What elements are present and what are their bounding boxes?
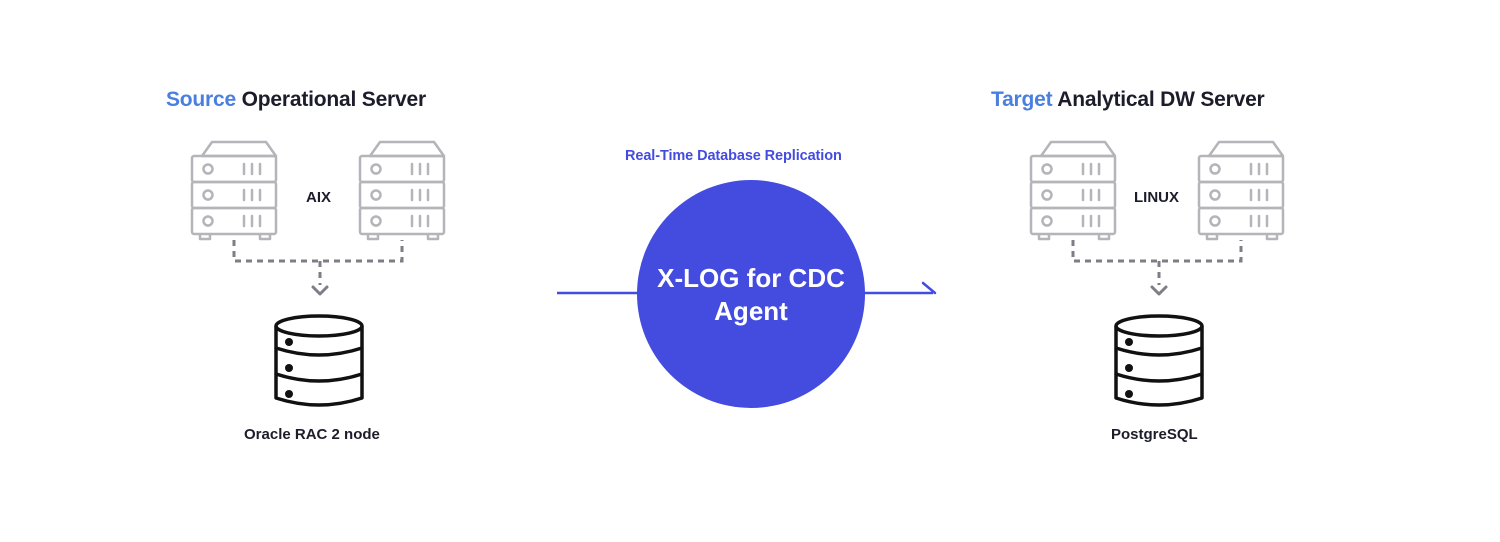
target-heading-rest: Analytical DW Server [1052,88,1265,111]
source-heading-accent: Source [166,88,236,111]
cdc-agent-circle: X-LOG for CDC Agent [637,180,865,408]
target-heading-accent: Target [991,88,1053,111]
server-rack-icon [1197,140,1285,241]
target-database-label: PostgreSQL [1111,426,1198,443]
database-icon [274,314,364,407]
target-server-cluster [1029,140,1285,296]
replication-subtitle: Real-Time Database Replication [625,148,842,164]
target-os-label: LINUX [1134,189,1179,206]
source-database-label: Oracle RAC 2 node [244,426,380,443]
database-icon [1114,314,1204,407]
target-heading: Target Analytical DW Server [991,88,1265,112]
source-heading: Source Operational Server [166,88,426,112]
source-heading-rest: Operational Server [236,88,427,111]
server-rack-icon [1029,140,1117,241]
dashed-connector [1071,240,1243,285]
server-rack-icon [358,140,446,241]
source-os-label: AIX [306,189,332,206]
cdc-agent-line2: Agent [714,296,788,326]
cdc-agent-line1: X-LOG for CDC [657,263,845,293]
source-server-cluster [190,140,446,296]
chevron-down-icon [1150,285,1168,296]
chevron-down-icon [311,285,329,296]
dashed-connector [232,240,404,285]
server-rack-icon [190,140,278,241]
right-arrow-icon [921,281,937,295]
